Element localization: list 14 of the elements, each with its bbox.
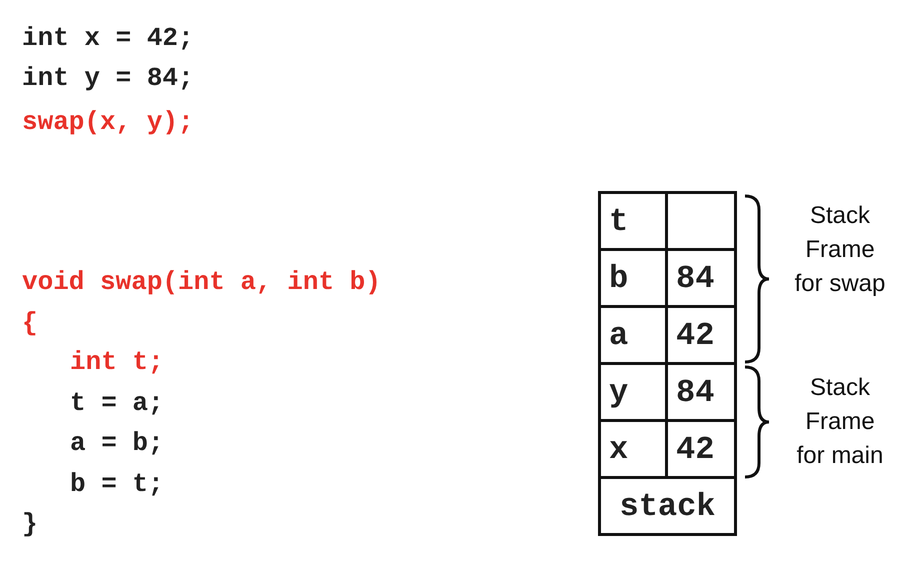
code-line: int x = 42; [22,23,194,53]
stack-cell: stack [598,476,737,536]
code-line: void swap(int a, int b) [22,267,381,297]
code-line: { [22,308,38,338]
code-line: b = t; [70,469,164,499]
code-line: } [22,509,38,539]
frame-note: Stack Frame for swap [794,201,886,299]
code-line: int t; [70,347,164,377]
frame-note: Stack Frame for main [796,373,884,471]
code-line: int y = 84; [22,63,194,93]
stack-cell: t [598,191,668,251]
code-line: swap(x, y); [22,107,194,137]
code-line: t = a; [70,388,164,418]
code-line: a = b; [70,428,164,458]
